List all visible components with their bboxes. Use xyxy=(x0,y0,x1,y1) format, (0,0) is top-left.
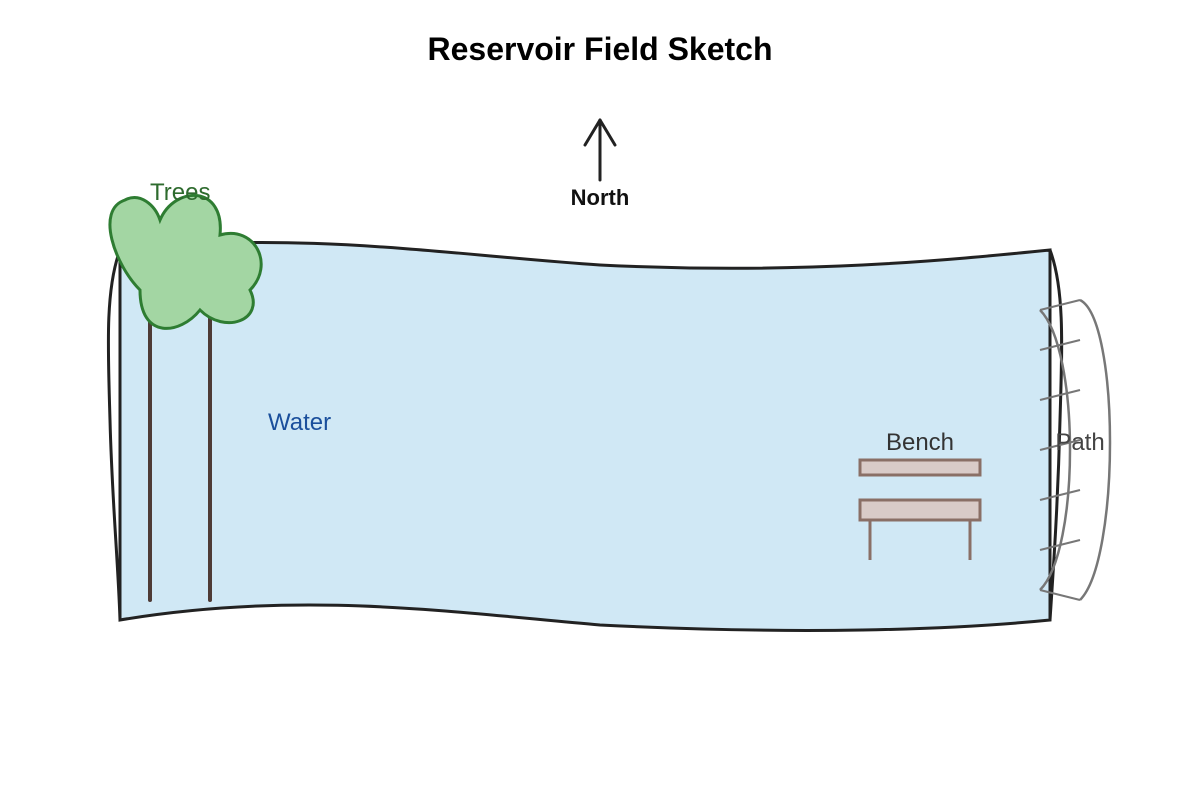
bench-label: Bench xyxy=(886,429,954,456)
path-outer-edge xyxy=(1079,298,1112,601)
path-rung xyxy=(1039,489,1081,501)
path-rung xyxy=(1039,589,1081,601)
sketch-title: Reservoir Field Sketch xyxy=(427,31,772,67)
path-icon xyxy=(1039,298,1112,601)
path-rung xyxy=(1039,439,1081,451)
trees-label: Trees xyxy=(150,179,210,206)
path-rung xyxy=(1039,299,1081,311)
path-label: Path xyxy=(1055,429,1104,456)
bench-backrest xyxy=(858,458,982,477)
north-arrow-icon xyxy=(583,118,617,182)
tree-canopy xyxy=(108,194,263,330)
bench-icon xyxy=(858,458,982,560)
north-label: North xyxy=(571,185,630,210)
tree-icon xyxy=(108,194,263,602)
path-rung xyxy=(1039,539,1081,551)
path-inner-edge xyxy=(1039,309,1072,591)
left-bank-line xyxy=(106,249,122,621)
path-rung xyxy=(1039,389,1081,401)
path-rung xyxy=(1039,339,1081,351)
water-body xyxy=(118,240,1052,632)
water-label: Water xyxy=(268,409,331,436)
bench-seat xyxy=(858,498,982,522)
